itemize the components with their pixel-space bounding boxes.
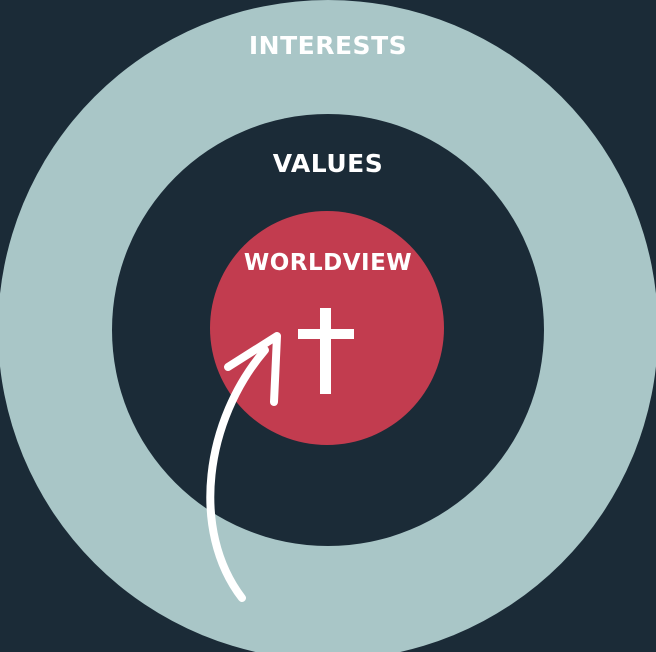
cross-horizontal-bar <box>298 329 354 339</box>
worldview-label: WORLDVIEW <box>243 250 413 276</box>
curved-arrow-icon <box>206 332 281 602</box>
values-label: VALUES <box>272 149 384 178</box>
arrow-head <box>224 332 281 406</box>
cross-vertical-bar <box>320 308 331 394</box>
interests-label: INTERESTS <box>248 31 408 60</box>
cross-icon <box>298 308 354 394</box>
arrow-shaft <box>206 346 269 602</box>
